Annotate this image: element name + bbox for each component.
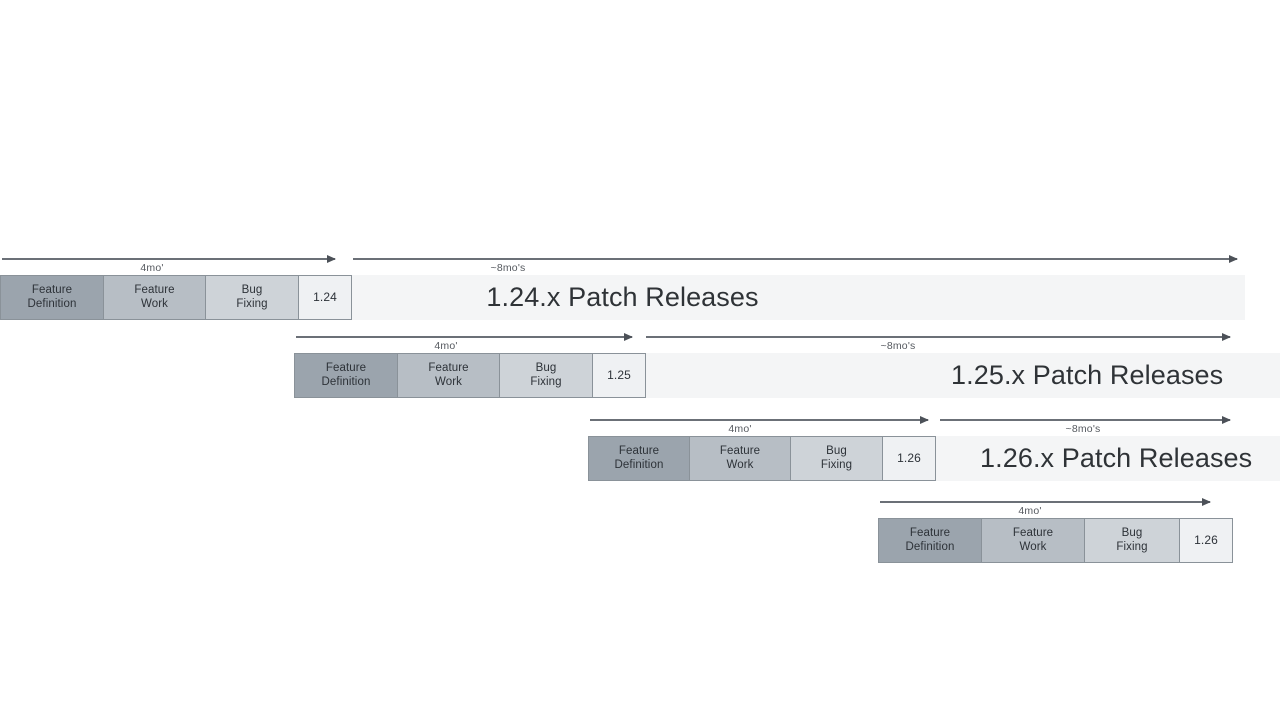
- phase-label-line1: Feature: [325, 362, 367, 374]
- arrow-head-icon: [1222, 333, 1231, 341]
- phase-label-line2: Work: [140, 297, 169, 310]
- phase-label-line1: Feature: [618, 445, 660, 457]
- phase-label-line1: Feature: [1012, 527, 1054, 539]
- arrow-shaft: [880, 501, 1210, 503]
- four-month-arrow-label-124: 4mo': [136, 262, 168, 274]
- arrow-shaft: [590, 419, 928, 421]
- phase-label-line1: Feature: [134, 284, 175, 296]
- phase-track-124: Feature Definition Feature Work Bug Fixi…: [0, 275, 352, 320]
- phase-label-line2: Fixing: [530, 375, 562, 388]
- phase-version-124: 1.24: [299, 275, 352, 320]
- eight-month-arrow-label-125: ~8mo's: [876, 340, 920, 352]
- arrow-head-icon: [327, 255, 336, 263]
- phase-label-line1: Bug: [535, 362, 557, 374]
- arrow-shaft: [353, 258, 1237, 260]
- phase-label-line2: Work: [1019, 540, 1047, 553]
- four-month-arrow-125: [296, 333, 633, 341]
- four-month-arrow-label-125: 4mo': [430, 340, 462, 352]
- phase-label-line2: Definition: [905, 540, 955, 553]
- phase-bug-fixing-125: Bug Fixing: [500, 353, 593, 398]
- phase-feature-work-124: Feature Work: [104, 275, 206, 320]
- patch-release-label-125: 1.25.x Patch Releases: [951, 360, 1224, 390]
- phase-feature-definition-124: Feature Definition: [0, 275, 104, 320]
- phase-version-125: 1.25: [593, 353, 646, 398]
- arrow-head-icon: [1222, 416, 1231, 424]
- phase-label-line2: Work: [726, 458, 754, 471]
- four-month-arrow-label-127: 4mo': [1014, 505, 1046, 517]
- version-label: 1.25: [607, 367, 631, 382]
- phase-label-line2: Fixing: [1116, 540, 1148, 553]
- phase-label-line2: Fixing: [820, 458, 853, 471]
- phase-bug-fixing-124: Bug Fixing: [206, 275, 299, 320]
- phase-feature-work-127: Feature Work: [982, 518, 1085, 563]
- four-month-arrow-126: [590, 416, 929, 424]
- eight-month-arrow-label-124: ~8mo's: [486, 262, 530, 274]
- eight-month-arrow-label-126: ~8mo's: [1061, 423, 1105, 435]
- four-month-arrow-127: [880, 498, 1211, 506]
- arrow-head-icon: [920, 416, 929, 424]
- phase-label-line1: Bug: [826, 445, 847, 457]
- phase-track-125: Feature Definition Feature Work Bug Fixi…: [294, 353, 646, 398]
- phase-feature-definition-126: Feature Definition: [588, 436, 690, 481]
- phase-track-126: Feature Definition Feature Work Bug Fixi…: [588, 436, 936, 481]
- patch-release-label-126: 1.26.x Patch Releases: [980, 443, 1253, 473]
- phase-label-line2: Work: [434, 375, 463, 388]
- phase-label-line2: Definition: [27, 297, 77, 310]
- phase-label-line1: Bug: [1121, 527, 1143, 539]
- phase-label-line1: Bug: [241, 284, 263, 296]
- phase-version-126: 1.26: [883, 436, 936, 481]
- phase-feature-work-125: Feature Work: [398, 353, 500, 398]
- arrow-shaft: [646, 336, 1230, 338]
- phase-label-line1: Feature: [31, 284, 73, 296]
- four-month-arrow-label-126: 4mo': [724, 423, 756, 435]
- phase-label-line2: Definition: [614, 458, 664, 471]
- eight-month-arrow-125: [646, 333, 1231, 341]
- arrow-head-icon: [624, 333, 633, 341]
- eight-month-arrow-126: [940, 416, 1231, 424]
- patch-release-label-124: 1.24.x Patch Releases: [486, 282, 759, 312]
- phase-bug-fixing-127: Bug Fixing: [1085, 518, 1180, 563]
- arrow-shaft: [296, 336, 632, 338]
- phase-label-line2: Fixing: [236, 297, 268, 310]
- version-label: 1.26: [1194, 532, 1218, 547]
- arrow-shaft: [940, 419, 1230, 421]
- four-month-arrow-124: [2, 255, 336, 263]
- version-label: 1.26: [897, 450, 921, 465]
- phase-feature-work-126: Feature Work: [690, 436, 791, 481]
- phase-bug-fixing-126: Bug Fixing: [791, 436, 883, 481]
- phase-label-line1: Feature: [428, 362, 469, 374]
- phase-feature-definition-127: Feature Definition: [878, 518, 982, 563]
- eight-month-arrow-124: [353, 255, 1238, 263]
- phase-version-127: 1.26: [1180, 518, 1233, 563]
- phase-label-line1: Feature: [909, 527, 951, 539]
- arrow-head-icon: [1202, 498, 1211, 506]
- arrow-head-icon: [1229, 255, 1238, 263]
- phase-feature-definition-125: Feature Definition: [294, 353, 398, 398]
- arrow-shaft: [2, 258, 335, 260]
- phase-track-127: Feature Definition Feature Work Bug Fixi…: [878, 518, 1233, 563]
- phase-label-line1: Feature: [719, 445, 761, 457]
- phase-label-line2: Definition: [321, 375, 371, 388]
- version-label: 1.24: [313, 289, 337, 304]
